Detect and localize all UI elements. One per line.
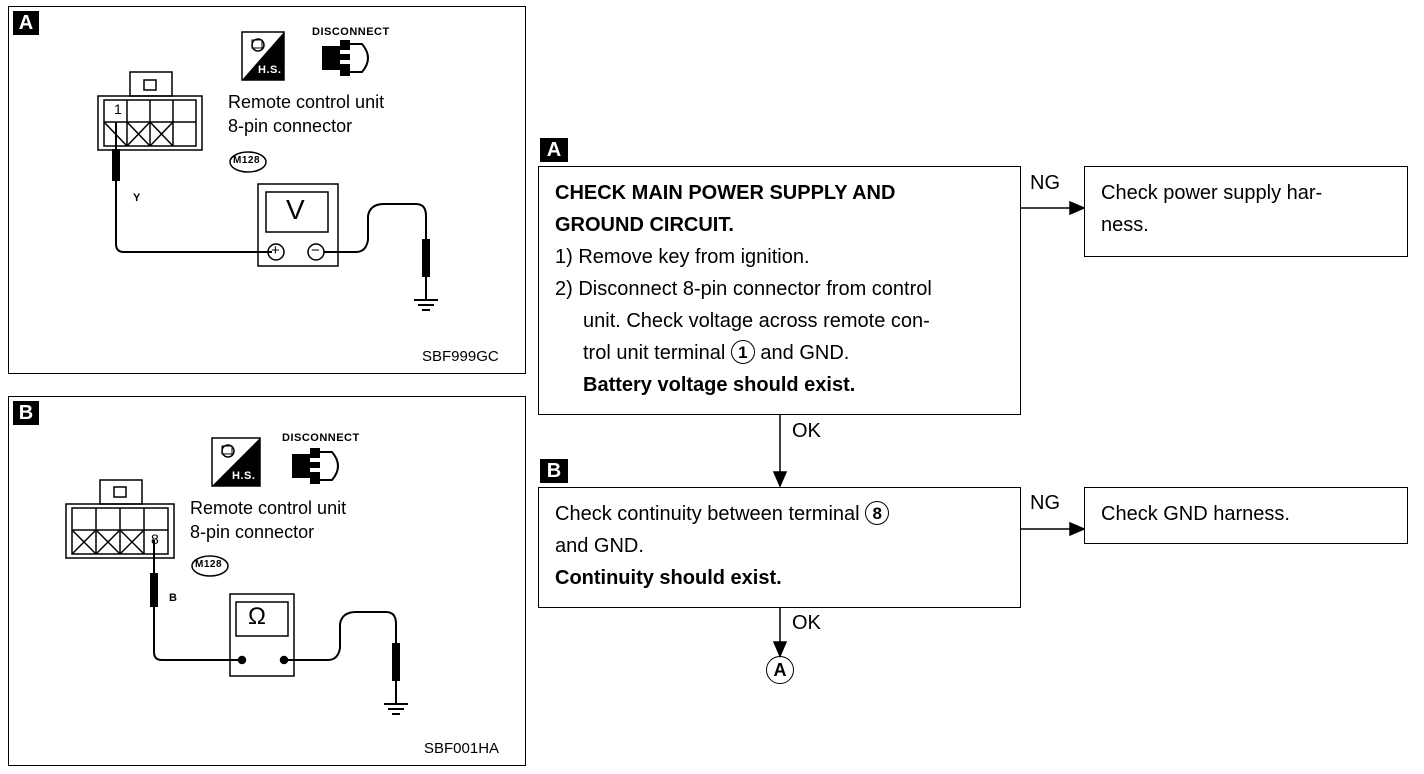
step-b-box: Check continuity between terminal 8 and … bbox=[538, 487, 1021, 608]
step-a-line-4: trol unit terminal 1 and GND. bbox=[555, 337, 1015, 369]
step-a-line-5: Battery voltage should exist. bbox=[583, 374, 856, 396]
flow-arrows bbox=[772, 200, 1086, 658]
step-a-line-1: 1) Remove key from ignition. bbox=[555, 246, 810, 268]
step-a-line-4-pre: trol unit terminal bbox=[583, 342, 726, 364]
connector-code-b: M128 bbox=[195, 559, 223, 570]
connector-label-a-2: 8-pin connector bbox=[228, 116, 353, 136]
connector-a bbox=[97, 71, 203, 151]
step-b-line-1-pre: Check continuity between terminal bbox=[555, 503, 860, 525]
step-a-line-2: 2) Disconnect 8-pin connector from contr… bbox=[555, 278, 932, 300]
step-b-line-3: Continuity should exist. bbox=[555, 567, 782, 589]
connector-code-oval-a bbox=[229, 151, 267, 173]
step-b-line-2: and GND. bbox=[555, 535, 644, 557]
meter-minus-a: − bbox=[311, 242, 320, 259]
terminal-b: 8 bbox=[151, 531, 159, 547]
disconnect-icon-a bbox=[322, 40, 369, 76]
step-b-ng-result: Check GND harness. bbox=[1101, 503, 1290, 525]
hs-label-a: H.S. bbox=[258, 64, 282, 76]
ref-code-b: SBF001HA bbox=[424, 740, 500, 757]
figure-b-panel: B bbox=[8, 396, 526, 766]
end-marker-a: A bbox=[766, 656, 794, 684]
step-a-line-3: unit. Check voltage across remote con- bbox=[583, 310, 930, 332]
disconnect-icon-b bbox=[292, 448, 339, 484]
meter-plus-a: + bbox=[271, 242, 280, 259]
ground-wire-b bbox=[284, 611, 408, 715]
step-b-ng-box: Check GND harness. bbox=[1084, 487, 1408, 544]
step-b-ng-label: NG bbox=[1030, 492, 1060, 514]
step-a-ng-result-1: Check power supply har- bbox=[1101, 182, 1323, 204]
connector-code-oval-b bbox=[191, 555, 229, 577]
figure-b-tag: B bbox=[13, 401, 39, 425]
connector-b bbox=[65, 479, 175, 559]
hs-icon-b bbox=[211, 437, 261, 487]
probe-wire-b bbox=[150, 540, 242, 661]
disconnect-label-a: DISCONNECT bbox=[312, 26, 390, 38]
terminal-1-marker: 1 bbox=[730, 340, 755, 364]
ground-wire-a bbox=[324, 203, 438, 311]
step-b-content: Check continuity between terminal 8 and … bbox=[555, 498, 1015, 594]
meter-symbol-a: V bbox=[286, 194, 305, 225]
wire-color-b: B bbox=[169, 592, 178, 604]
figure-a-tag: A bbox=[13, 11, 39, 35]
step-a-ok-label: OK bbox=[792, 420, 821, 442]
step-a-ng-box: Check power supply har- ness. bbox=[1084, 166, 1408, 257]
step-b-tag: B bbox=[540, 459, 568, 483]
hs-icon-a bbox=[241, 31, 285, 81]
step-a-line-4-post: and GND. bbox=[760, 342, 850, 364]
step-a-ng-label: NG bbox=[1030, 172, 1060, 194]
terminal-8-marker: 8 bbox=[865, 501, 890, 525]
step-b-ok-label: OK bbox=[792, 612, 821, 634]
disconnect-label-b: DISCONNECT bbox=[282, 432, 360, 444]
meter-symbol-b: Ω bbox=[248, 603, 266, 630]
ref-code-a: SBF999GC bbox=[422, 348, 499, 365]
step-a-ng-result-2: ness. bbox=[1101, 214, 1149, 236]
connector-label-b-1: Remote control unit bbox=[190, 498, 347, 518]
probe-wire-a bbox=[112, 122, 272, 253]
wire-color-a: Y bbox=[133, 192, 141, 204]
connector-label-a-1: Remote control unit bbox=[228, 92, 385, 112]
step-b-line-1: Check continuity between terminal 8 bbox=[555, 498, 1015, 530]
hs-label-b: H.S. bbox=[232, 470, 256, 482]
connector-label-b-2: 8-pin connector bbox=[190, 522, 315, 542]
terminal-a: 1 bbox=[114, 101, 122, 117]
step-a-tag: A bbox=[540, 138, 568, 162]
step-a-title-1: CHECK MAIN POWER SUPPLY AND bbox=[555, 182, 896, 204]
step-a-content: CHECK MAIN POWER SUPPLY AND GROUND CIRCU… bbox=[555, 177, 1015, 401]
connector-code-a: M128 bbox=[233, 155, 261, 166]
step-a-ng-content: Check power supply har- ness. bbox=[1101, 177, 1401, 241]
step-a-box: CHECK MAIN POWER SUPPLY AND GROUND CIRCU… bbox=[538, 166, 1021, 415]
step-a-title-2: GROUND CIRCUIT. bbox=[555, 214, 734, 236]
